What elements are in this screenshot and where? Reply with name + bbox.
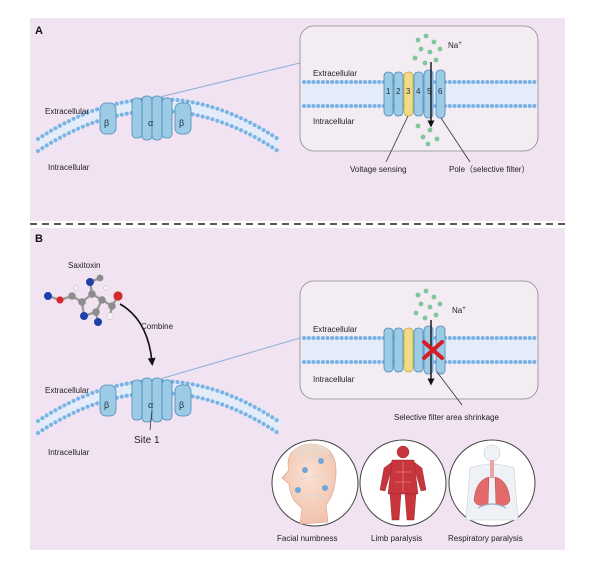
extracellular-label-a: Extracellular (45, 107, 89, 116)
selective-filter-shrinkage-label: Selective filter area shrinkage (394, 413, 499, 422)
beta-subunit-right-a: β (179, 118, 184, 128)
voltage-sensing-label: Voltage sensing (350, 165, 407, 174)
callout-line-a (159, 62, 301, 98)
intracellular-label-a: Intracellular (48, 163, 90, 172)
segment-4: 4 (416, 87, 421, 96)
beta-subunit-left-a: β (104, 118, 109, 128)
voltage-sensing-pointer (385, 115, 409, 163)
site-1-pointer (149, 409, 153, 431)
respiratory-paralysis-label: Respiratory paralysis (448, 534, 523, 543)
saxitoxin-molecule-icon (44, 274, 123, 326)
callout-line-b (159, 337, 301, 380)
zoom-intracellular-label-b: Intracellular (313, 375, 355, 384)
extracellular-label-b: Extracellular (45, 386, 89, 395)
shrinkage-pointer (436, 371, 463, 406)
transmembrane-segments-b (383, 325, 446, 375)
zoom-intracellular-label-a: Intracellular (313, 117, 355, 126)
zoom-extracellular-label-a: Extracellular (313, 69, 357, 78)
alpha-subunit-a: α (148, 118, 153, 128)
channel-complex-b (99, 377, 192, 423)
segment-1: 1 (386, 87, 391, 96)
segment-3: 3 (406, 87, 411, 96)
intracellular-label-b: Intracellular (48, 448, 90, 457)
blocked-pore-x-icon (422, 340, 444, 360)
beta-subunit-right-b: β (179, 400, 184, 410)
respiratory-paralysis-illustration (448, 439, 536, 527)
segment-5: 5 (427, 87, 432, 96)
combine-label: Combine (141, 322, 174, 331)
segment-6: 6 (438, 87, 443, 96)
limb-paralysis-label: Limb paralysis (371, 534, 422, 543)
saxitoxin-label: Saxitoxin (68, 261, 100, 270)
sodium-label-b: Na+ (452, 306, 466, 315)
channel-complex-a (99, 95, 192, 141)
alpha-subunit-b: α (148, 400, 153, 410)
panel-b-letter: B (35, 233, 43, 245)
segment-2: 2 (396, 87, 401, 96)
zoom-extracellular-label-b: Extracellular (313, 325, 357, 334)
beta-subunit-left-b: β (104, 400, 109, 410)
sodium-ions-b (413, 288, 443, 321)
pore-selective-filter-label: Pole（selective filter） (449, 165, 529, 174)
sodium-ions-a (412, 33, 443, 147)
transmembrane-segments-a (383, 69, 446, 119)
sodium-label-a: Na+ (448, 41, 462, 50)
combine-arrow (119, 303, 156, 366)
facial-numbness-label: Facial numbness (277, 534, 337, 543)
facial-numbness-illustration (271, 439, 359, 527)
limb-paralysis-illustration (359, 439, 447, 527)
site-1-label: Site 1 (134, 435, 160, 446)
panel-a-letter: A (35, 25, 43, 37)
pore-pointer (440, 117, 471, 163)
